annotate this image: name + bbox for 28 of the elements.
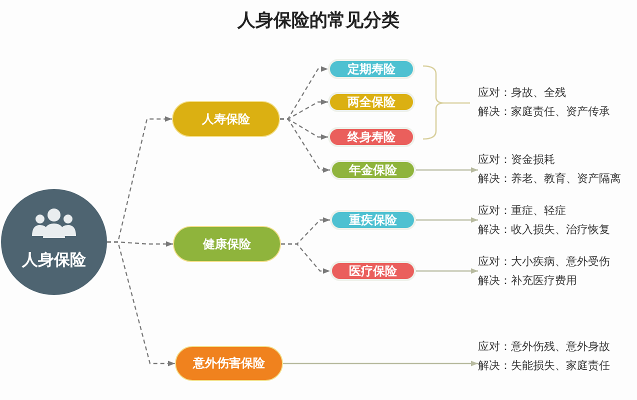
category-pill: 重疾保险 (330, 210, 416, 230)
arrow (416, 268, 478, 274)
arrow (416, 217, 478, 223)
note-line: 应对：意外伤残、意外身故 (478, 340, 610, 355)
category-pill: 年金保险 (330, 160, 416, 180)
dashed-arrow (281, 243, 330, 274)
note-line: 应对：资金损耗 (478, 152, 556, 168)
note-line: 应对：大小疾病、意外受伤 (478, 254, 610, 270)
title: 人身保险的常见分类 (236, 9, 400, 31)
category-pill: 健康保险 (173, 226, 281, 262)
circle-label: 人身保险 (20, 251, 87, 271)
dashed-arrow (280, 118, 330, 173)
note-line: 解决：收入损失、治疗恢复 (478, 223, 610, 238)
category-pill: 定期寿险 (328, 59, 415, 79)
dashed-arrow (107, 241, 175, 366)
note-line: 解决：家庭责任、资产传承 (478, 104, 610, 120)
note-line: 解决：失能损失、家庭责任 (478, 358, 610, 374)
note-line: 应对：重症、轻症 (478, 204, 567, 219)
note-line: 应对：身故、全残 (478, 86, 566, 101)
arrow (416, 167, 478, 173)
category-pill: 两全保险 (328, 92, 415, 112)
arrow (283, 360, 478, 366)
category-pill: 医疗保险 (330, 261, 416, 281)
category-pill: 人寿保险 (172, 101, 280, 137)
category-pill: 意外伤害保险 (175, 346, 283, 381)
category-pill: 终身寿险 (328, 127, 415, 147)
note-line: 解决：养老、教育、资产隔离 (478, 172, 621, 187)
note-line: 解决：补充医疗费用 (478, 274, 578, 289)
